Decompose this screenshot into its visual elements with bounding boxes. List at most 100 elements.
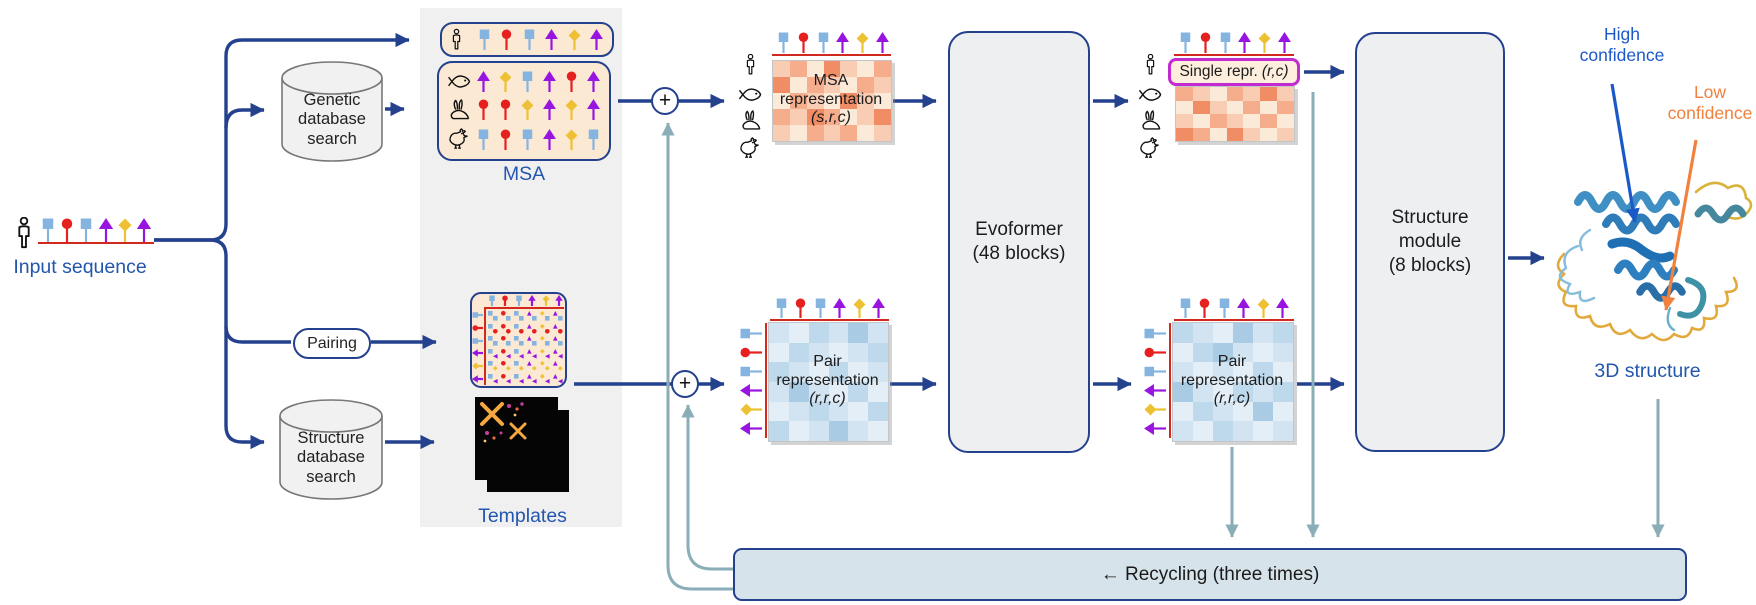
arrow-marker-icon: [1275, 298, 1289, 318]
fish-markers: [476, 70, 601, 92]
diamond-marker-icon: [1144, 403, 1166, 416]
pair-grid-cell: [500, 323, 513, 336]
pair-grid-cell: [487, 348, 500, 361]
msa-query-box: [440, 22, 614, 57]
diamond-marker-icon: [740, 403, 762, 416]
pairing-grid-top-markers: [487, 295, 564, 306]
square-marker-icon: [778, 32, 789, 53]
diamond-marker-icon: [472, 362, 483, 370]
pair-grid-cell: [552, 360, 565, 373]
arrow-marker-icon: [543, 99, 556, 121]
heatmap-cell: [808, 323, 829, 343]
arrow-marker-icon: [1237, 298, 1251, 318]
heatmap-cell: [1173, 342, 1193, 363]
heatmap-cell: [1176, 114, 1193, 128]
heatmap-cell: [1253, 381, 1273, 402]
heatmap-cell: [1209, 100, 1227, 114]
diamond-marker-icon: [568, 29, 580, 50]
msa-rep1-top-markers: [776, 32, 890, 53]
pair-grid-cell: [526, 323, 539, 336]
heatmap-cell: [1260, 100, 1278, 114]
heatmap-cell: [773, 93, 790, 109]
genetic-database-node: Genetic database search: [280, 58, 384, 164]
database-cylinder-icon: [279, 399, 383, 500]
heatmap-cell: [1260, 127, 1278, 141]
pair-plus-node: +: [671, 370, 699, 398]
msa-query-markers: [477, 29, 604, 50]
structure-module-line1: Structure: [1391, 207, 1469, 229]
evoformer-label: Evoformer: [975, 219, 1063, 241]
circle-marker-icon: [566, 71, 577, 92]
msa-rep1-baseline: [772, 53, 891, 56]
circle-marker-icon: [502, 29, 512, 50]
heatmap-cell: [857, 125, 875, 141]
heatmap-cell: [857, 93, 875, 109]
square-marker-icon: [472, 337, 483, 344]
pairing-label: Pairing: [307, 334, 357, 352]
heatmap-cell: [823, 125, 841, 141]
heatmap-cell: [1209, 127, 1227, 141]
msa-rep-dims: (s,r,c): [811, 109, 851, 127]
heatmap-cell: [868, 421, 888, 441]
msa-alignment-box: [437, 61, 611, 161]
heatmap-cell: [1273, 421, 1293, 441]
arrow-marker-icon: [1144, 422, 1166, 435]
square-marker-icon: [1144, 366, 1166, 377]
heatmap-cell: [1193, 342, 1213, 363]
heatmap-cell: [1233, 362, 1253, 382]
square-marker-icon: [815, 298, 826, 318]
heatmap-cell: [828, 342, 849, 363]
diamond-marker-icon: [1257, 298, 1269, 318]
heatmap-cell: [1226, 87, 1244, 101]
evoformer-module: Evoformer (48 blocks): [948, 31, 1090, 453]
heatmap-cell: [1277, 127, 1294, 141]
heatmap-cell: [788, 342, 809, 363]
heatmap-cell: [1173, 323, 1193, 343]
msa-rep1-species-column: [737, 54, 764, 160]
heatmap-cell: [1273, 323, 1293, 343]
heatmap-cell: [1213, 362, 1233, 382]
heatmap-cell: [1226, 100, 1244, 114]
fish-icon: [447, 72, 472, 91]
heatmap-cell: [868, 323, 888, 343]
heatmap-cell: [789, 109, 807, 125]
arrow-marker-icon: [543, 129, 556, 151]
circle-marker-icon: [61, 218, 73, 242]
pair-grid-cell: [500, 348, 513, 361]
heatmap-cell: [808, 381, 829, 402]
heatmap-cell: [808, 362, 829, 382]
square-marker-icon: [818, 32, 828, 53]
pairing-grid-top-baseline: [484, 306, 564, 309]
pair-rep2-left-baseline: [1168, 323, 1171, 438]
high-confidence-label: High confidence: [1572, 24, 1672, 65]
pair-representation-heatmap: [768, 322, 889, 442]
msa-row-rooster: [447, 128, 601, 151]
arrow-marker-icon: [1278, 32, 1291, 53]
heatmap-cell: [848, 381, 869, 402]
heatmap-cell: [1233, 342, 1253, 363]
heatmap-cell: [806, 125, 824, 141]
heatmap-cell: [1243, 100, 1261, 114]
msa-row-fish: [447, 70, 601, 92]
recycling-label: ← Recycling (three times): [1100, 563, 1320, 585]
person-icon: [450, 27, 463, 52]
msa-representation2-heatmap: [1175, 86, 1295, 142]
heatmap-cell: [806, 77, 824, 93]
arrow-marker-icon: [1238, 32, 1252, 53]
pair-grid-cell: [539, 323, 552, 336]
msa-rep2-baseline: [1174, 53, 1294, 56]
heatmap-cell: [788, 323, 809, 343]
database-cylinder-icon: [281, 61, 383, 162]
heatmap-cell: [1253, 342, 1273, 363]
pair-grid-cell: [526, 310, 539, 323]
heatmap-cell: [1192, 100, 1210, 114]
heatmap-cell: [1273, 342, 1293, 363]
pair-rep1-left-baseline: [764, 323, 767, 438]
pair-grid-cell: [487, 310, 500, 323]
diamond-marker-icon: [853, 298, 865, 318]
heatmap-cell: [874, 125, 891, 141]
heatmap-cell: [1233, 401, 1253, 422]
heatmap-cell: [1193, 323, 1213, 343]
arrow-marker-icon: [836, 32, 850, 53]
